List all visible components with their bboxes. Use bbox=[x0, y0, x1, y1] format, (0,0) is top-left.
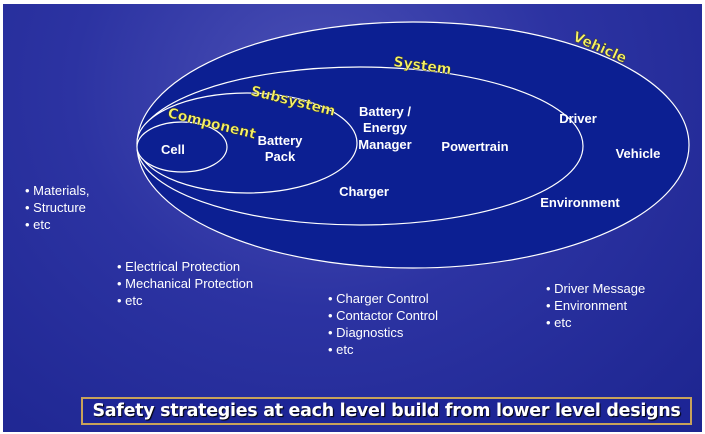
strategy-item: • Electrical Protection bbox=[117, 259, 241, 274]
item-battery-manager-3: Manager bbox=[358, 137, 411, 152]
strategy-item: • etc bbox=[25, 217, 51, 232]
strategy-item: • Charger Control bbox=[328, 291, 429, 306]
item-cell: Cell bbox=[161, 142, 185, 157]
strategy-item: • Structure bbox=[25, 200, 86, 215]
system-strategies: • Charger Control • Contactor Control • … bbox=[328, 290, 438, 358]
component-ellipse bbox=[136, 121, 228, 173]
strategy-item: • Driver Message bbox=[546, 281, 646, 296]
item-battery-pack-2: Pack bbox=[265, 149, 296, 164]
summary-banner: Safety strategies at each level build fr… bbox=[81, 397, 692, 425]
strategy-item: • Diagnostics bbox=[328, 325, 404, 340]
strategy-item: • Contactor Control bbox=[328, 308, 439, 323]
strategy-item: • Materials, bbox=[25, 183, 90, 198]
item-battery-manager-1: Battery / bbox=[359, 104, 411, 119]
item-battery-pack-1: Battery bbox=[258, 133, 304, 148]
strategy-item: • Mechanical Protection bbox=[117, 276, 254, 291]
item-battery-manager-2: Energy bbox=[363, 120, 408, 135]
strategy-item: • Environment bbox=[546, 298, 628, 313]
component-strategies: • Materials, • Structure • etc bbox=[25, 182, 90, 233]
vehicle-strategies: • Driver Message • Environment • etc bbox=[546, 280, 645, 331]
strategy-item: • etc bbox=[328, 342, 354, 357]
item-vehicle: Vehicle bbox=[616, 146, 661, 161]
item-powertrain: Powertrain bbox=[441, 139, 508, 154]
strategy-item: • etc bbox=[546, 315, 572, 330]
item-charger: Charger bbox=[339, 184, 389, 199]
item-environment: Environment bbox=[540, 195, 620, 210]
subsystem-strategies: • Electrical Protection • Mechanical Pro… bbox=[117, 258, 253, 309]
strategy-item: • etc bbox=[117, 293, 143, 308]
item-driver: Driver bbox=[559, 111, 597, 126]
